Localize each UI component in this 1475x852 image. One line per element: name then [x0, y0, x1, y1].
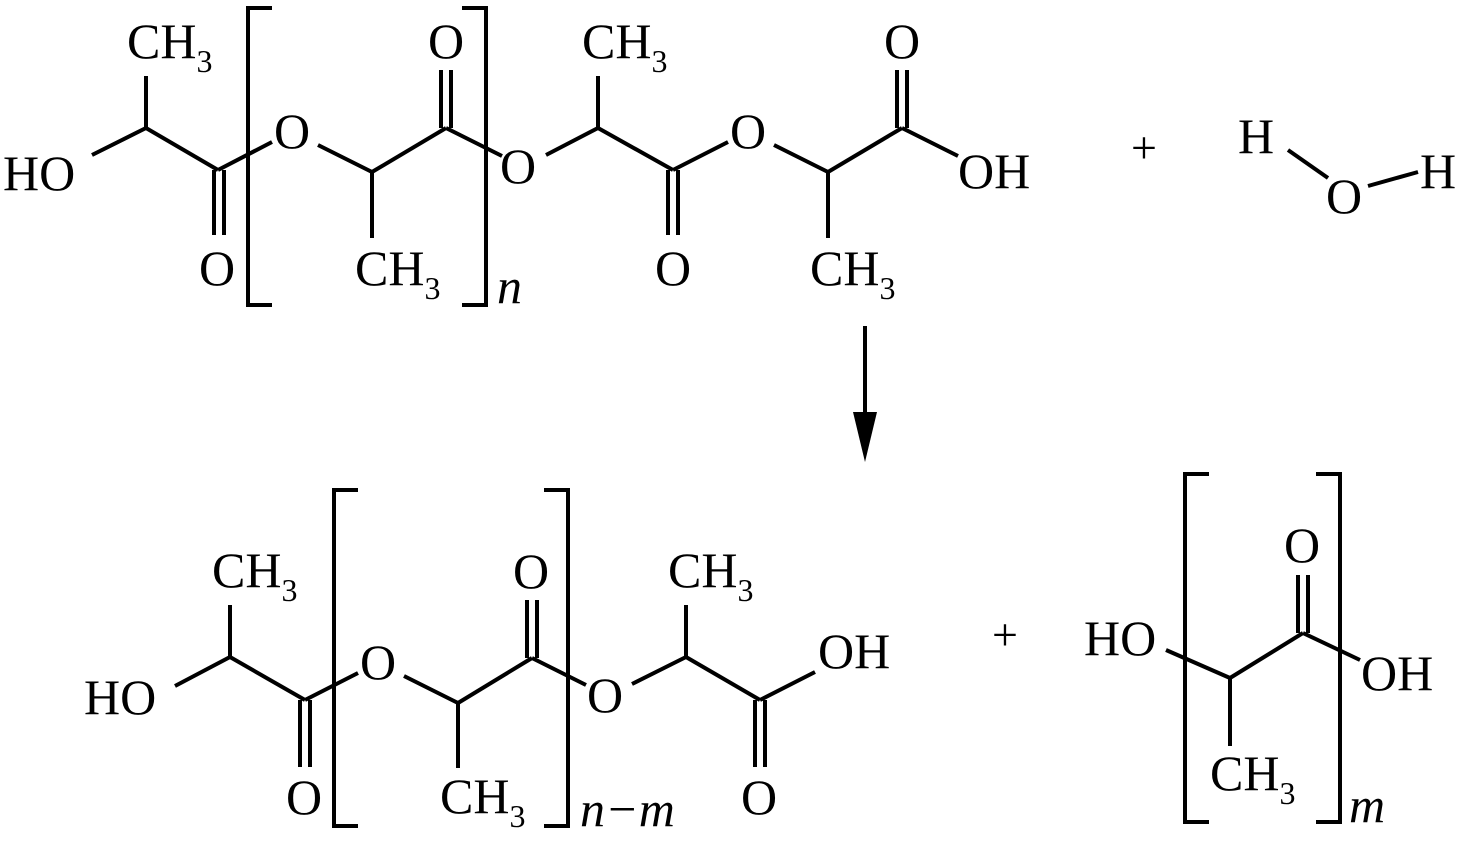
- product-monomer-bonds: [1165, 575, 1361, 746]
- reactant-ch3-label-2: CH3: [355, 240, 440, 306]
- water-o: O: [1326, 168, 1362, 224]
- reactant-carbonyl-o-1: O: [199, 240, 235, 296]
- reactant-right-bracket: [462, 6, 488, 307]
- product-chain-ch3-label-2: CH3: [440, 768, 525, 834]
- product-chain-carbonyl-o-1: O: [286, 769, 322, 825]
- product-chain-ester-o-1: O: [360, 634, 396, 690]
- reactant-left-bracket: [246, 6, 272, 307]
- product-chain-right-bracket: [544, 488, 570, 828]
- reactant-ch3-label-4: CH3: [810, 240, 895, 306]
- product-monomer-ch3-label: CH3: [1210, 745, 1295, 811]
- reactant-ch3-label-3: CH3: [582, 13, 667, 79]
- product-chain-ch3-label-3: CH3: [668, 542, 753, 608]
- product-lactic-acid-units: HO O OH CH3 m: [1084, 472, 1433, 833]
- reactant-carbonyl-o-4: O: [884, 13, 920, 69]
- reactant-ch3-label-1: CH3: [127, 13, 212, 79]
- product-monomer-ho-label: HO: [1084, 610, 1156, 666]
- reaction-arrow: [853, 326, 877, 462]
- product-chain-bonds: [174, 600, 816, 768]
- plus-sign-top: +: [1131, 122, 1157, 173]
- product-chain-carbonyl-o-2: O: [513, 543, 549, 599]
- product-monomer-right-bracket: [1316, 472, 1342, 824]
- product-chain-left-bracket: [332, 488, 358, 828]
- water-h-right: H: [1420, 143, 1456, 199]
- reactant-ester-o-2: O: [500, 138, 536, 194]
- product-chain-ch3-label-1: CH3: [212, 542, 297, 608]
- reactant-carbonyl-o-2: O: [428, 13, 464, 69]
- product-chain-oh-label: OH: [818, 623, 890, 679]
- product-chain-repeat-index: n−m: [580, 781, 675, 837]
- reactant-ho-label: HO: [3, 145, 75, 201]
- water-h-left: H: [1238, 108, 1274, 164]
- product-monomer-carbonyl-o: O: [1284, 517, 1320, 573]
- product-monomer-oh-label: OH: [1361, 645, 1433, 701]
- reactant-carbonyl-o-3: O: [655, 240, 691, 296]
- reactant-ester-o-1: O: [274, 103, 310, 159]
- product-shortened-chain: HO CH3 O O CH3 O O n−m CH3 O OH: [84, 488, 890, 837]
- reactant-ester-o-3: O: [730, 103, 766, 159]
- product-monomer-repeat-index-m: m: [1349, 777, 1385, 833]
- water-molecule: H O H: [1238, 108, 1456, 224]
- product-chain-ester-o-2: O: [587, 667, 623, 723]
- plus-sign-bottom: +: [992, 609, 1018, 660]
- product-chain-ho-label: HO: [84, 669, 156, 725]
- reactant-bonds: [91, 70, 959, 238]
- product-chain-carbonyl-o-3: O: [741, 769, 777, 825]
- reactant-polylactic-acid: HO CH3 O O CH3 O n O CH3 O O CH3 O OH: [3, 6, 1030, 314]
- product-monomer-left-bracket: [1183, 472, 1209, 824]
- reactant-oh-label: OH: [958, 143, 1030, 199]
- reactant-repeat-index-n: n: [497, 258, 522, 314]
